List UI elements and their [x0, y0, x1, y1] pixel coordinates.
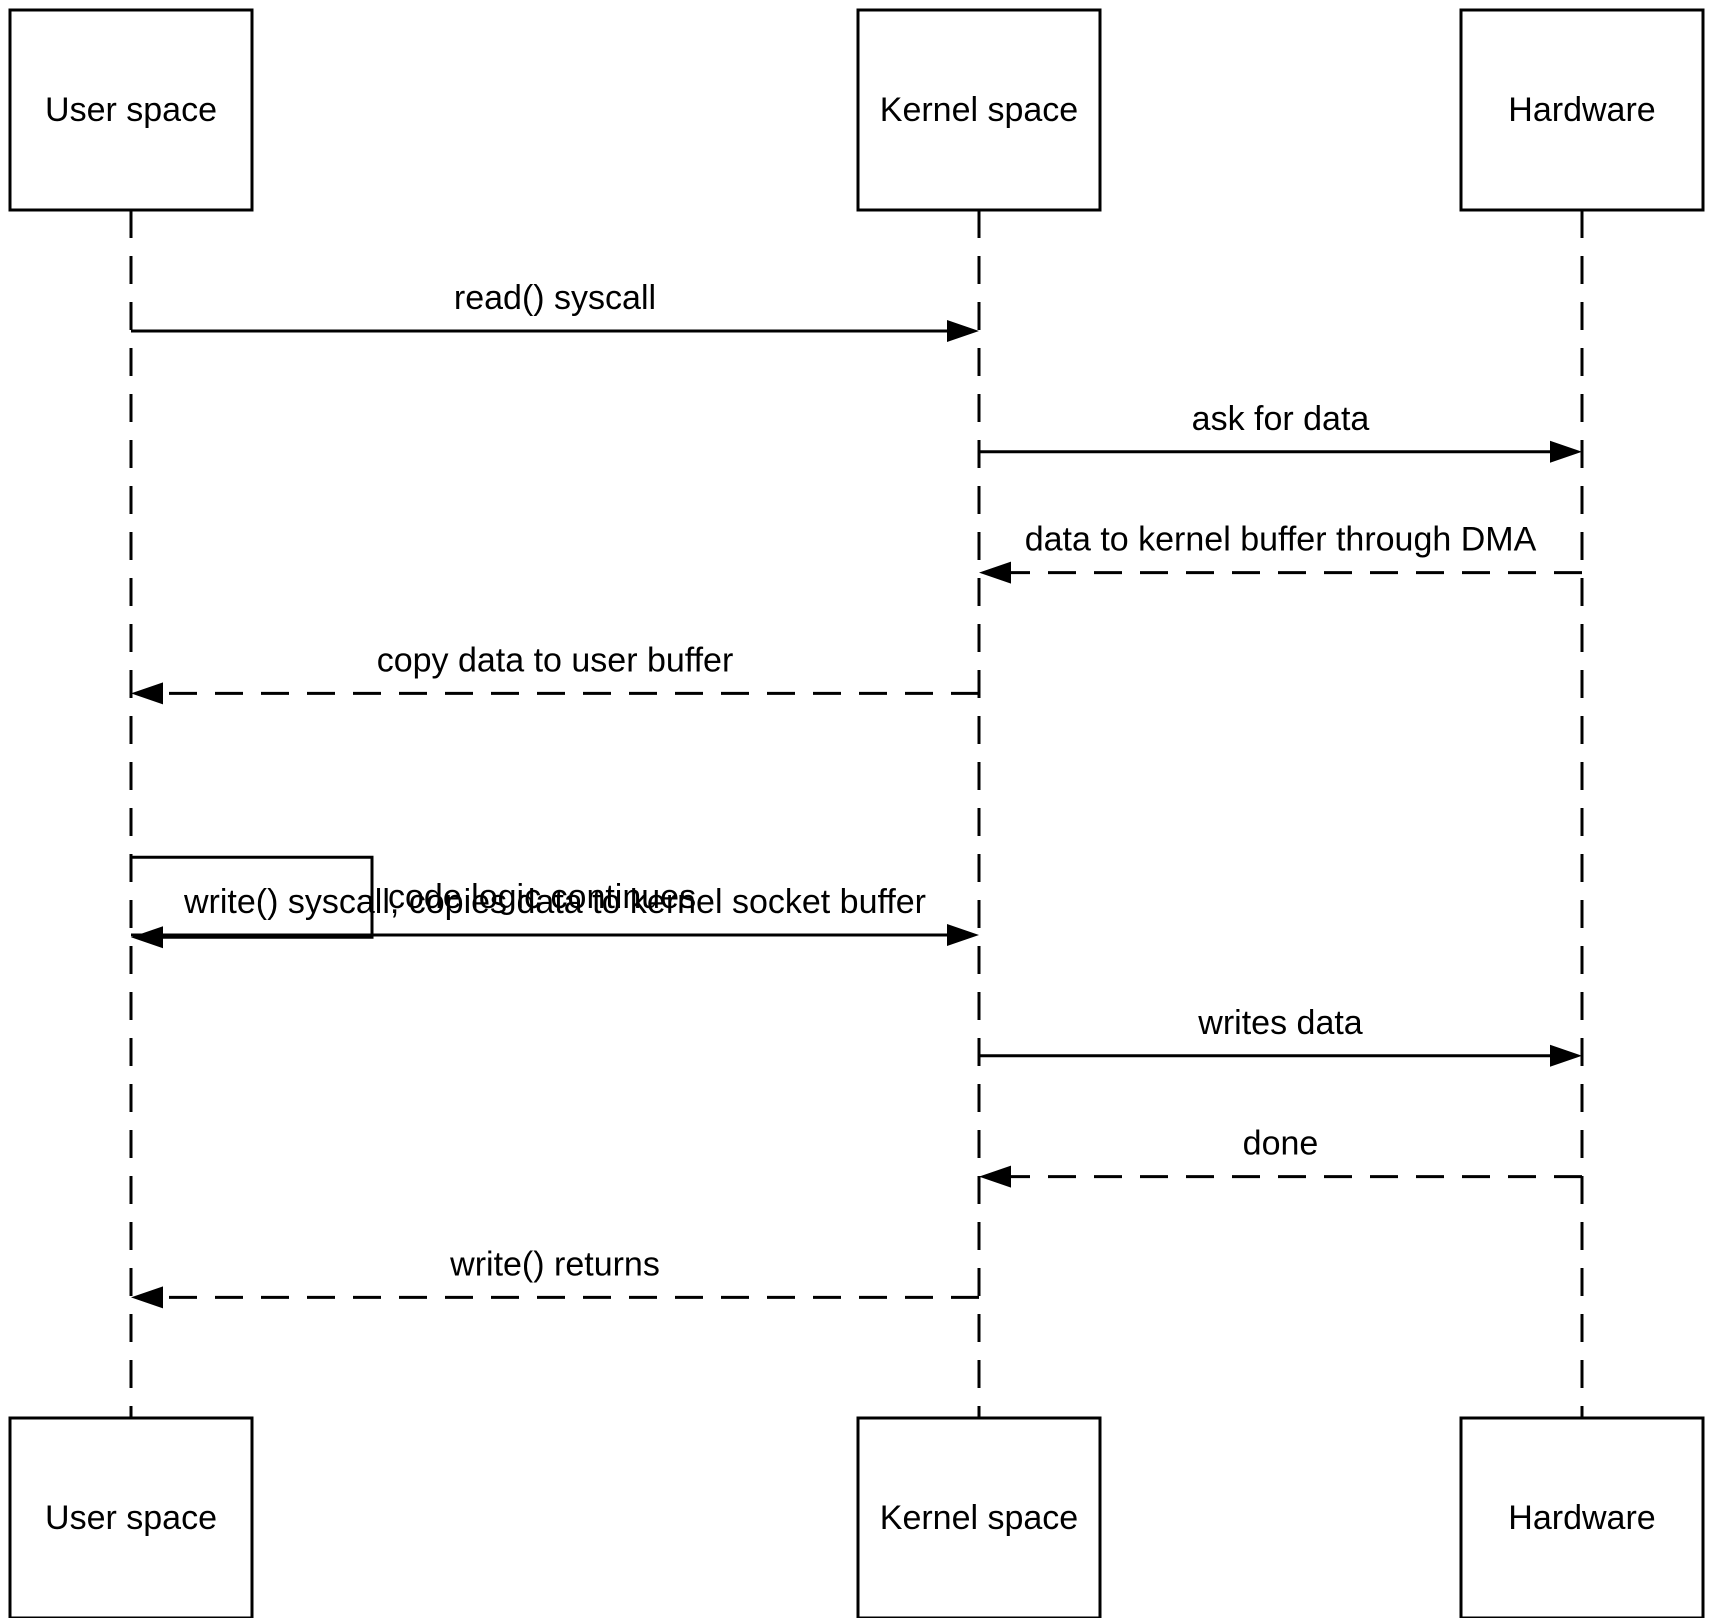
participant-box-kernel-top: [856, 8, 1102, 212]
message-label-5: code logic continues: [388, 878, 696, 916]
participant-box-user-bottom: [8, 1416, 254, 1618]
participant-label-hardware-top: Hardware: [1508, 91, 1655, 129]
message-arrowhead-4: [131, 682, 163, 705]
participant-box-hardware-bottom: [1459, 1416, 1705, 1618]
participant-box-user-top: [8, 8, 254, 212]
participant-label-kernel-top: Kernel space: [880, 91, 1078, 129]
message-label-6: write() syscall, copies data to kernel s…: [183, 883, 926, 921]
message-label-7: writes data: [1197, 1004, 1362, 1042]
message-arrowhead-1: [947, 320, 979, 342]
message-line-5: [131, 855, 374, 939]
message-arrowhead-2: [1550, 440, 1582, 463]
participant-box-hardware-top: [1459, 8, 1705, 212]
message-arrowhead-7: [1550, 1044, 1582, 1067]
message-arrowhead-5: [131, 926, 163, 949]
participant-box-kernel-bottom: [856, 1416, 1102, 1618]
message-arrowhead-9: [131, 1286, 163, 1309]
message-label-8: done: [1243, 1125, 1319, 1163]
participant-label-user-top: User space: [45, 91, 217, 129]
message-label-1: read() syscall: [454, 279, 656, 317]
message-label-2: ask for data: [1192, 400, 1370, 438]
message-arrowhead-3: [979, 561, 1011, 584]
message-label-9: write() returns: [449, 1245, 660, 1283]
message-label-4: copy data to user buffer: [377, 641, 734, 679]
message-arrowhead-8: [979, 1165, 1011, 1188]
message-label-3: data to kernel buffer through DMA: [1025, 521, 1537, 559]
message-arrowhead-6: [947, 924, 979, 946]
participant-label-hardware-bottom: Hardware: [1508, 1499, 1655, 1537]
participant-label-user-bottom: User space: [45, 1499, 217, 1537]
participant-label-kernel-bottom: Kernel space: [880, 1499, 1078, 1537]
